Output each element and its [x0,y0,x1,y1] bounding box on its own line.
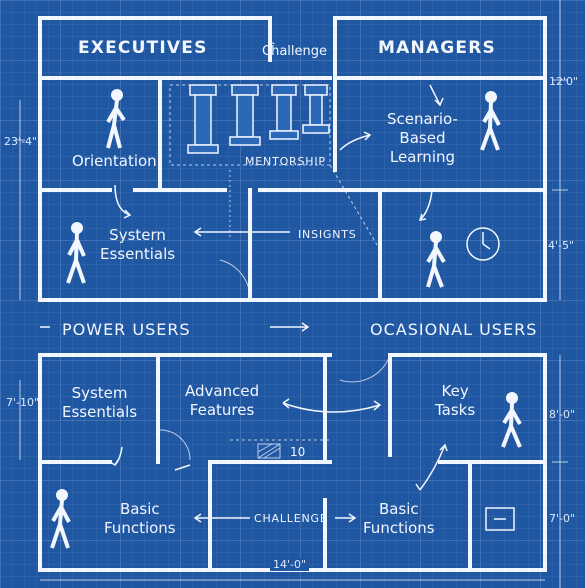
label-orientation: Orientation [72,152,157,170]
header-managers: MANAGERS [378,38,496,58]
label-mentorship: MENTORSHIP [245,155,326,168]
columns-icon [187,84,330,154]
header-occasional-users: OCASIONAL USERS [370,320,538,339]
label-basic-functions-left: Basic Functions [104,500,176,537]
dimension-12-0: 12'0" [549,75,579,88]
dimension-14-0: 14'-0" [270,558,310,571]
panel-icon [485,507,515,531]
dimension-23-4: 23'-4" [4,135,38,148]
label-system-essentials-bottom: System Essentials [62,384,138,421]
dimension-8-0: 8'-0" [549,408,576,421]
label-challenge-top: Cĥallenge [262,44,327,59]
header-executives: EXECUTIVES [78,38,208,58]
dimension-7-0: 7'-0" [549,512,576,525]
clock-icon [466,227,500,261]
label-challenge-bottom: CHALLENGE [254,512,328,525]
room-number: 10 [290,445,306,459]
label-basic-functions-right: Basic Functions [363,500,435,537]
label-advanced-features: Advanced Features [185,382,260,419]
header-power-users: POWER USERS [62,320,191,339]
dimension-7-10: 7'-10" [6,396,40,409]
label-key-tasks: Key Tasks [435,382,476,419]
label-insights: INSIGNTS [298,228,357,241]
label-scenario-based-learning: Scenario- Based Learning [387,110,458,166]
dimension-4-5: 4'-5" [548,239,575,252]
person-icon [50,89,522,549]
label-system-essentials-top: Systern Essentials [100,226,176,263]
